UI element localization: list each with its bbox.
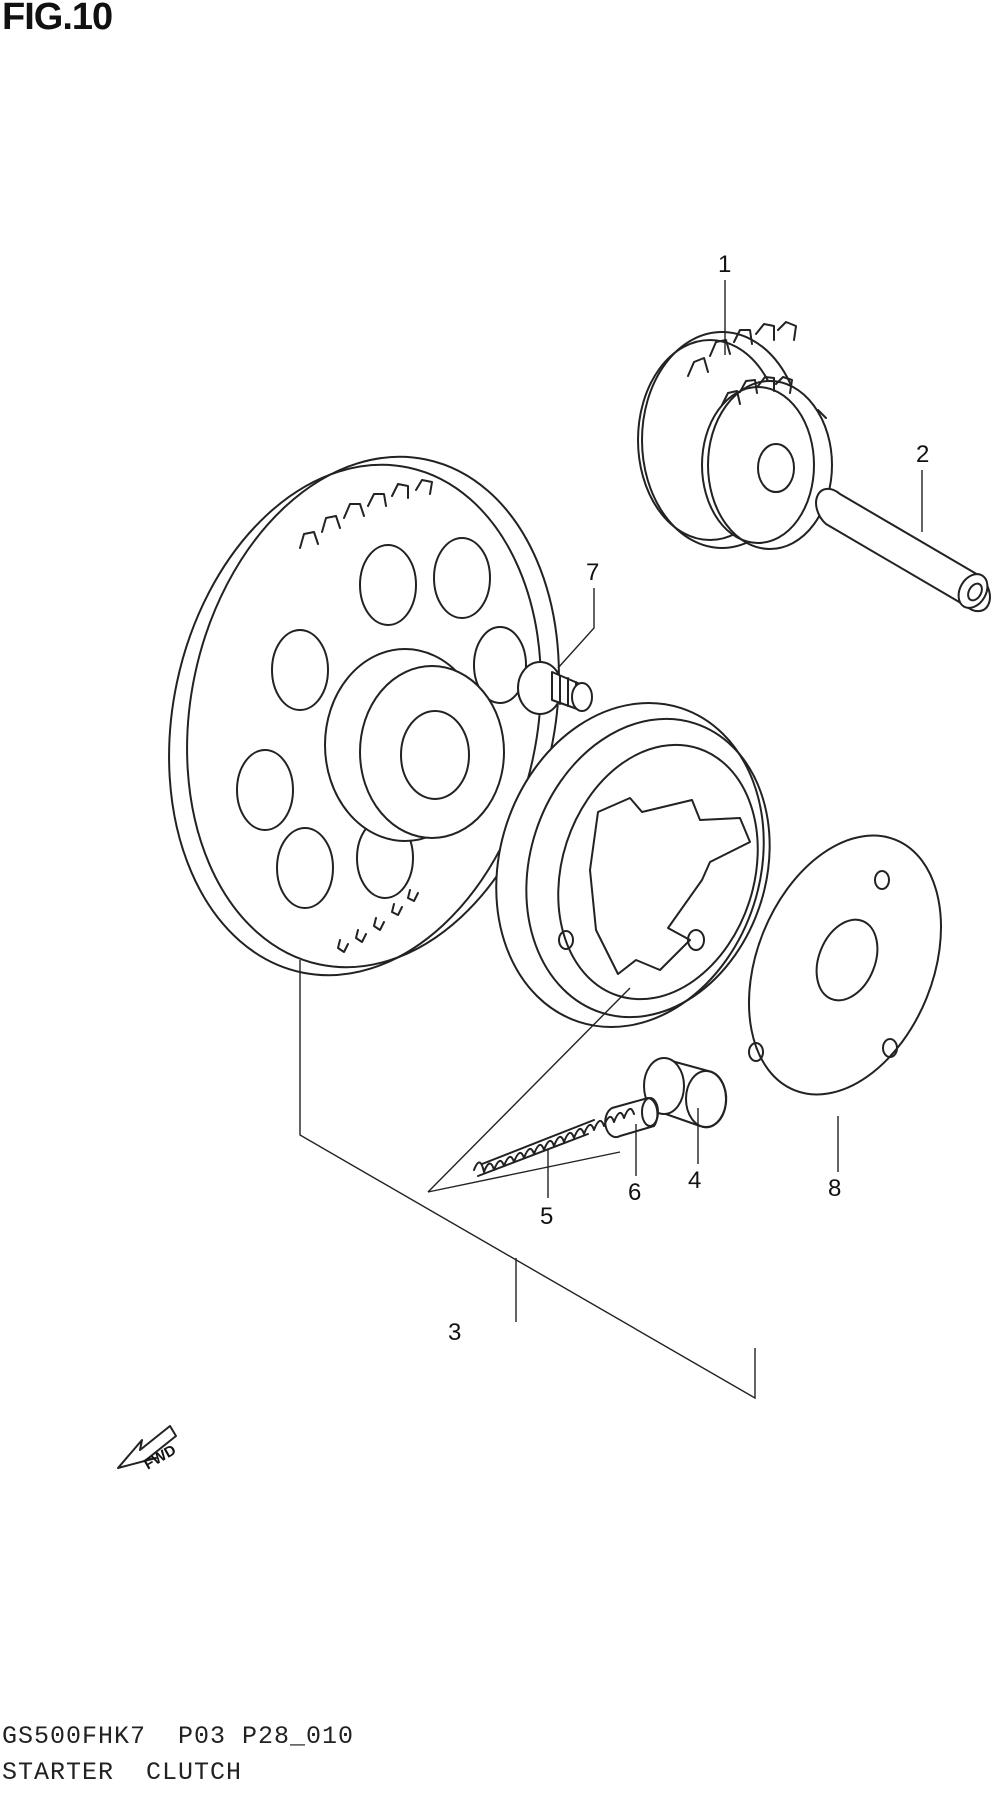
part-8-washer[interactable] <box>713 807 977 1123</box>
callout-label-3: 3 <box>448 1319 461 1346</box>
part-3-clutch-housing[interactable] <box>455 668 807 1062</box>
leader-bracket-3 <box>299 960 756 1400</box>
callout-label-4: 4 <box>688 1167 701 1194</box>
callout-label-6: 6 <box>628 1179 641 1206</box>
fwd-arrow-icon: FWD <box>117 1425 179 1473</box>
part-2-idle-gear-shaft[interactable] <box>815 487 993 613</box>
figure-code: GS500FHK7 P03 P28_010 <box>2 1722 355 1751</box>
assembly-guide-lines <box>427 987 631 1193</box>
callout-label-2: 2 <box>916 441 929 468</box>
part-6-plunger[interactable] <box>604 1097 659 1139</box>
part-1-idle-gear[interactable] <box>637 321 833 550</box>
figure-name: STARTER CLUTCH <box>2 1758 243 1787</box>
callout-label-5: 5 <box>540 1203 553 1230</box>
part-5-spring[interactable] <box>473 1107 635 1177</box>
part-7-bolt[interactable] <box>517 661 593 715</box>
figure-title: FIG.10 <box>2 0 113 38</box>
callout-label-8: 8 <box>828 1175 841 1202</box>
callout-label-7: 7 <box>586 559 599 586</box>
callout-label-1: 1 <box>718 251 731 278</box>
part-3-starter-driven-gear[interactable] <box>123 422 604 1010</box>
leader-line-7 <box>557 588 595 669</box>
